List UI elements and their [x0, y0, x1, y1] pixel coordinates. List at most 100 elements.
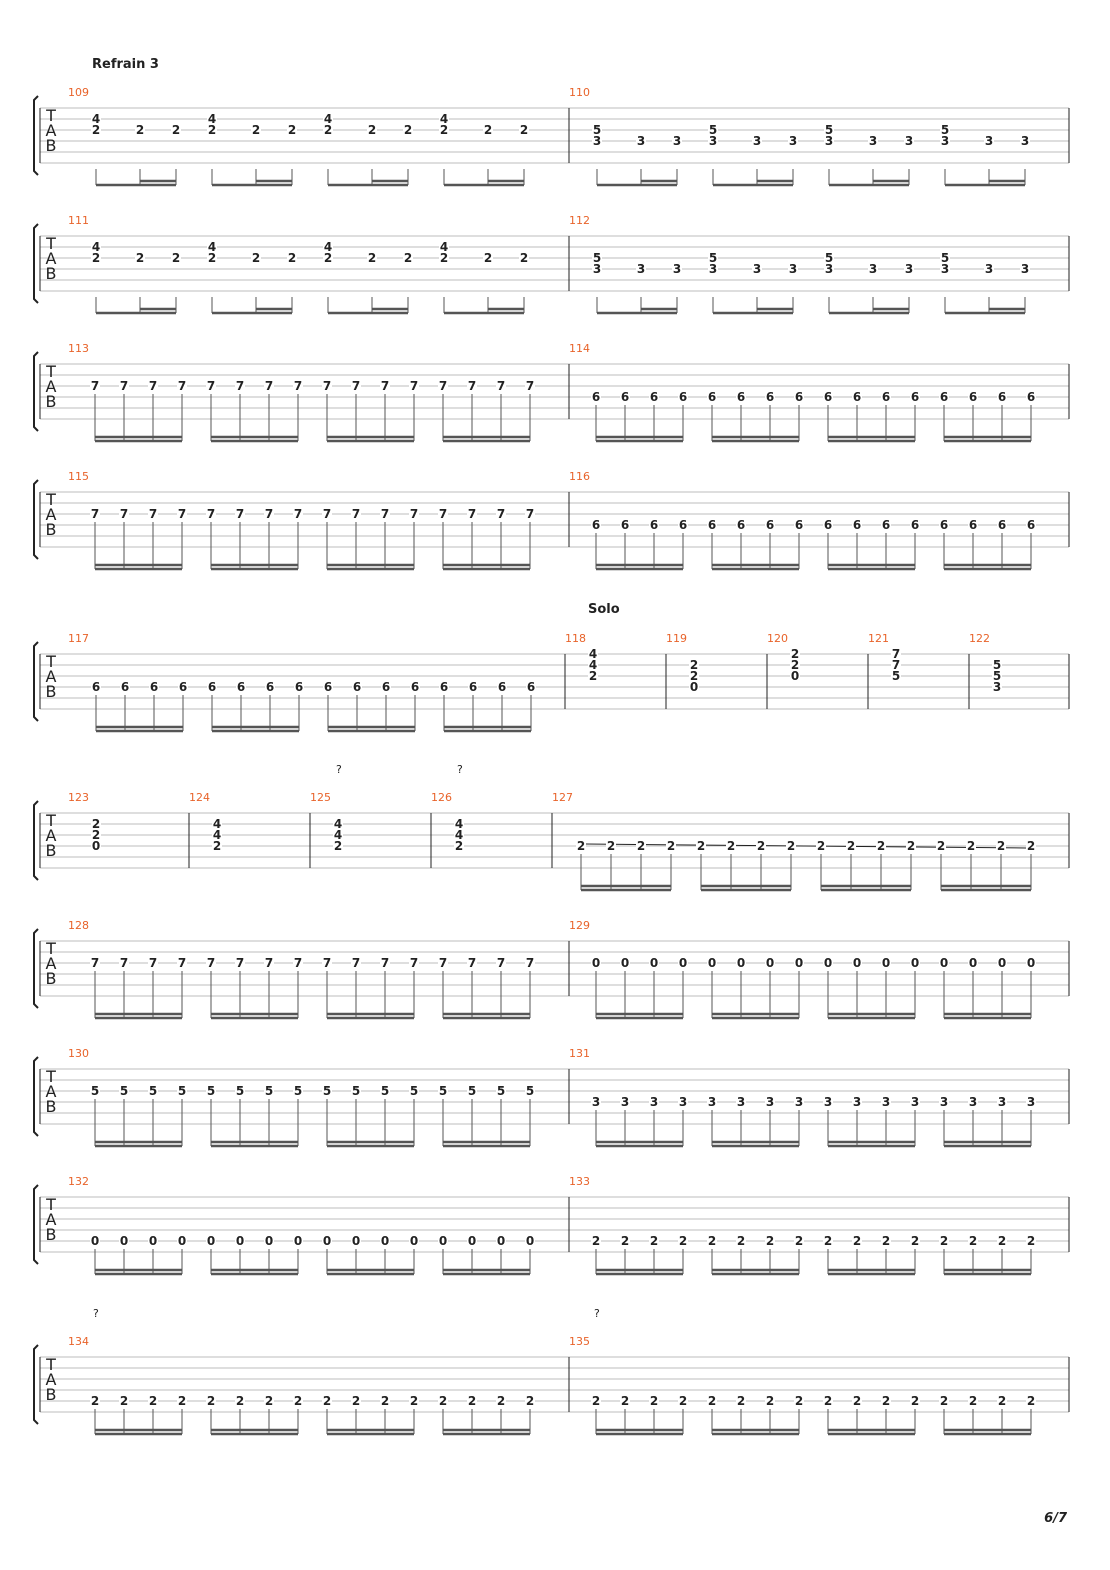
fret-bg [678, 519, 688, 531]
fret-bg [906, 840, 916, 852]
fret-number: 2 [149, 1394, 157, 1408]
fret-bg [940, 135, 950, 147]
fret-number: 7 [526, 956, 534, 970]
fret-bg [765, 519, 775, 531]
fret-number: 2 [404, 123, 412, 137]
fret-number: 2 [368, 251, 376, 265]
fret-bg [439, 241, 449, 253]
fret-number: 2 [911, 1234, 919, 1248]
measure-number: 128 [68, 919, 89, 932]
fret-bg [672, 263, 682, 275]
fret-number: 6 [795, 518, 803, 532]
fret-bg [148, 1085, 158, 1097]
fret-number: 6 [737, 518, 745, 532]
fret-bg [91, 829, 101, 841]
system-bracket [33, 800, 39, 881]
fret-bg [620, 519, 630, 531]
fret-number: 2 [120, 1394, 128, 1408]
fret-number: 0 [149, 1234, 157, 1248]
fret-number: 2 [795, 1394, 803, 1408]
tab-clef-letter: T [45, 490, 56, 509]
fret-bg [696, 840, 706, 852]
tab-clef-letter: A [46, 249, 57, 268]
fret-number: 0 [526, 1234, 534, 1248]
fret-bg [90, 380, 100, 392]
fret-bg [351, 1085, 361, 1097]
fret-number: 2 [1027, 839, 1035, 853]
fret-bg [322, 1235, 332, 1247]
fret-bg [264, 1235, 274, 1247]
fret-number: 3 [795, 1095, 803, 1109]
fret-number: 5 [709, 251, 717, 265]
fret-number: 6 [592, 518, 600, 532]
fret-number: 2 [737, 1234, 745, 1248]
fret-bg [212, 818, 222, 830]
fret-number: 0 [592, 956, 600, 970]
fret-bg [794, 1395, 804, 1407]
fret-bg [235, 1085, 245, 1097]
fret-bg [148, 380, 158, 392]
fret-bg [207, 124, 217, 136]
system-bracket [33, 223, 39, 304]
fret-number: 0 [998, 956, 1006, 970]
fret-number: 3 [1021, 262, 1029, 276]
fret-number: 5 [941, 251, 949, 265]
fret-bg [794, 1096, 804, 1108]
fret-bg [891, 648, 901, 660]
fret-number: 7 [497, 956, 505, 970]
fret-bg [351, 508, 361, 520]
fret-number: 6 [766, 390, 774, 404]
fret-bg [467, 380, 477, 392]
fret-bg [852, 519, 862, 531]
tab-clef-letter: A [46, 954, 57, 973]
fret-number: 3 [650, 1095, 658, 1109]
fret-number: 2 [853, 1394, 861, 1408]
fret-number: 4 [324, 240, 332, 254]
fret-bg [997, 957, 1007, 969]
fret-number: 3 [993, 680, 1001, 694]
fret-number: 6 [998, 390, 1006, 404]
fret-bg [736, 1235, 746, 1247]
fret-bg [592, 263, 602, 275]
fret-bg [591, 1235, 601, 1247]
fret-number: 7 [149, 379, 157, 393]
fret-number: 4 [213, 817, 221, 831]
fret-number: 6 [621, 518, 629, 532]
fret-bg [322, 1395, 332, 1407]
fret-bg [816, 840, 826, 852]
fret-bg [620, 391, 630, 403]
fret-bg [794, 519, 804, 531]
fret-bg [649, 1235, 659, 1247]
fret-bg [287, 124, 297, 136]
fret-number: 2 [1027, 1394, 1035, 1408]
fret-bg [996, 840, 1006, 852]
fret-bg [264, 1085, 274, 1097]
fret-bg [409, 1085, 419, 1097]
fret-bg [439, 252, 449, 264]
measure-number: 129 [569, 919, 590, 932]
fret-number: 4 [455, 828, 463, 842]
fret-bg [496, 957, 506, 969]
fret-bg [206, 380, 216, 392]
fret-number: 3 [637, 262, 645, 276]
fret-bg [525, 1395, 535, 1407]
fret-number: 2 [766, 1394, 774, 1408]
fret-number: 4 [334, 817, 342, 831]
fret-number: 5 [941, 123, 949, 137]
fret-number: 7 [178, 956, 186, 970]
fret-number: 7 [892, 658, 900, 672]
fret-bg [756, 840, 766, 852]
fret-number: 2 [288, 123, 296, 137]
fret-number: 0 [410, 1234, 418, 1248]
fret-number: 5 [825, 251, 833, 265]
fret-bg [438, 1395, 448, 1407]
fret-bg [606, 840, 616, 852]
fret-number: 6 [650, 518, 658, 532]
measure-number: 131 [569, 1047, 590, 1060]
fret-bg [881, 1235, 891, 1247]
fret-bg [438, 380, 448, 392]
fret-number: 6 [1027, 518, 1035, 532]
fret-number: 2 [969, 1394, 977, 1408]
fret-bg [824, 252, 834, 264]
fret-number: 7 [410, 379, 418, 393]
